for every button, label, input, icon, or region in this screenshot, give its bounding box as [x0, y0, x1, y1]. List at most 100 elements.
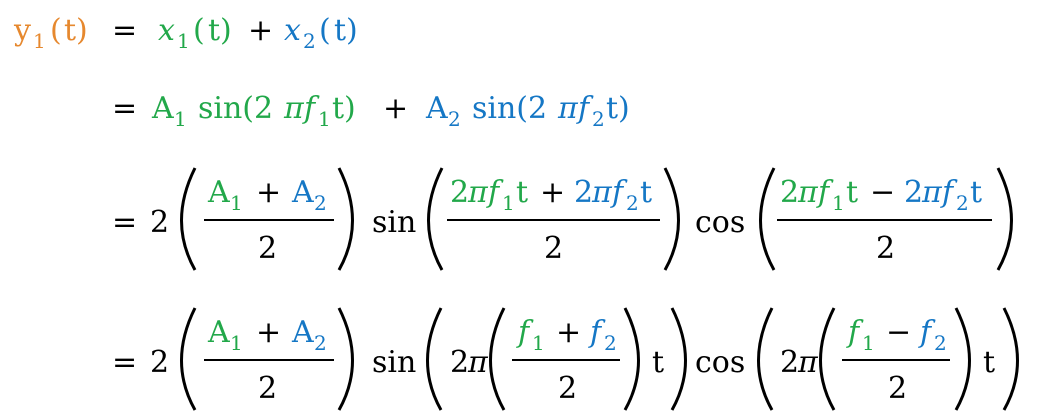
pi-symbol: π	[797, 345, 819, 380]
pi-symbol: π	[557, 91, 579, 126]
amplitude1-subscript: 1	[230, 191, 243, 215]
denominator-two: 2	[558, 371, 577, 406]
sine-function: sin	[372, 345, 416, 380]
sine-open: sin(2	[198, 91, 273, 126]
time-symbol: t	[640, 175, 652, 210]
coefficient-two: 2	[150, 205, 169, 240]
big-close-paren	[670, 307, 687, 411]
big-open-paren	[180, 167, 197, 271]
signal2-symbol: x	[284, 13, 301, 48]
cosine-function: cos	[695, 345, 745, 380]
big-open-paren	[427, 167, 444, 271]
numerator-two: 2	[780, 175, 799, 210]
sine-open: sin(2	[472, 91, 547, 126]
minus-sign: −	[886, 315, 911, 350]
signal1-close-paren: )	[220, 13, 232, 48]
time-symbol: t	[516, 175, 528, 210]
big-open-paren	[426, 307, 443, 411]
denominator-two: 2	[258, 371, 277, 406]
equals-sign: =	[112, 205, 137, 240]
amplitude1-symbol: A	[151, 91, 174, 126]
big-close-paren	[996, 167, 1013, 271]
sine-close: t)	[606, 91, 630, 126]
amplitude1-subscript: 1	[230, 331, 243, 355]
output-open-paren: (	[50, 13, 62, 48]
numerator-two: 2	[450, 175, 469, 210]
denominator-two: 2	[258, 231, 277, 266]
amplitude2-subscript: 2	[448, 107, 461, 131]
signal2-close-paren: )	[346, 13, 358, 48]
signal2-subscript: 2	[303, 29, 316, 53]
numerator-two: 2	[574, 175, 593, 210]
denominator-two: 2	[876, 231, 895, 266]
amplitude2-symbol: A	[425, 91, 448, 126]
frequency2-subscript: 2	[956, 191, 969, 215]
big-close-paren	[663, 167, 680, 271]
plus-sign: +	[256, 175, 281, 210]
frequency1-subscript: 1	[862, 331, 875, 355]
frequency2-subscript: 2	[592, 107, 605, 131]
amplitude2-symbol: A	[291, 315, 314, 350]
plus-sign: +	[248, 13, 273, 48]
signal1-time: t	[208, 13, 220, 48]
time-symbol: t	[970, 175, 982, 210]
time-symbol: t	[652, 345, 664, 380]
big-open-paren	[759, 167, 776, 271]
plus-sign: +	[556, 315, 581, 350]
sine-function: sin	[372, 205, 416, 240]
amplitude1-symbol: A	[207, 315, 230, 350]
pi-symbol: π	[283, 91, 305, 126]
minus-sign: −	[870, 175, 895, 210]
frequency2-subscript: 2	[934, 331, 947, 355]
big-open-paren	[180, 307, 197, 411]
frequency1-subscript: 1	[502, 191, 515, 215]
time-symbol: t	[983, 345, 995, 380]
equals-sign: =	[112, 91, 137, 126]
amplitude1-subscript: 1	[174, 107, 187, 131]
big-close-paren	[954, 307, 971, 411]
equation-line-4: = 2 A 1 + A 2 2 sin 2 π f 1 + f 2 2 t co…	[112, 307, 1019, 411]
signal1-subscript: 1	[177, 29, 190, 53]
amplitude2-subscript: 2	[314, 191, 327, 215]
denominator-two: 2	[888, 371, 907, 406]
cosine-function: cos	[695, 205, 745, 240]
numerator-two: 2	[904, 175, 923, 210]
pi-symbol: π	[467, 175, 489, 210]
time-symbol: t	[846, 175, 858, 210]
coefficient-two: 2	[780, 345, 799, 380]
frequency1-subscript: 1	[318, 107, 331, 131]
big-close-paren	[1002, 307, 1019, 411]
signal2-time: t	[334, 13, 346, 48]
frequency2-subscript: 2	[604, 331, 617, 355]
signal1-open-paren: (	[193, 13, 205, 48]
output-symbol: y	[13, 13, 31, 48]
coefficient-two: 2	[450, 345, 469, 380]
amplitude2-subscript: 2	[314, 331, 327, 355]
coefficient-two: 2	[150, 345, 169, 380]
plus-sign: +	[383, 91, 408, 126]
signal2-open-paren: (	[319, 13, 331, 48]
pi-symbol: π	[591, 175, 613, 210]
amplitude1-symbol: A	[207, 175, 230, 210]
denominator-two: 2	[544, 231, 563, 266]
output-time: t	[64, 13, 76, 48]
big-close-paren	[337, 307, 354, 411]
big-open-paren	[489, 307, 506, 411]
equation-line-3: = 2 A 1 + A 2 2 sin 2 π f 1 t + 2 π f 2 …	[112, 167, 1013, 271]
big-open-paren	[819, 307, 836, 411]
pi-symbol: π	[797, 175, 819, 210]
big-close-paren	[337, 167, 354, 271]
frequency2-subscript: 2	[626, 191, 639, 215]
frequency1-subscript: 1	[532, 331, 545, 355]
amplitude2-symbol: A	[291, 175, 314, 210]
sine-close: t)	[332, 91, 356, 126]
output-subscript: 1	[33, 29, 46, 53]
frequency1-subscript: 1	[832, 191, 845, 215]
equation-line-2: = A 1 sin(2 π f 1 t) + A 2 sin(2 π f 2 t…	[112, 91, 630, 131]
signal1-symbol: x	[158, 13, 175, 48]
big-close-paren	[623, 307, 640, 411]
equals-sign: =	[112, 345, 137, 380]
equals-sign: =	[112, 13, 137, 48]
plus-sign: +	[256, 315, 281, 350]
